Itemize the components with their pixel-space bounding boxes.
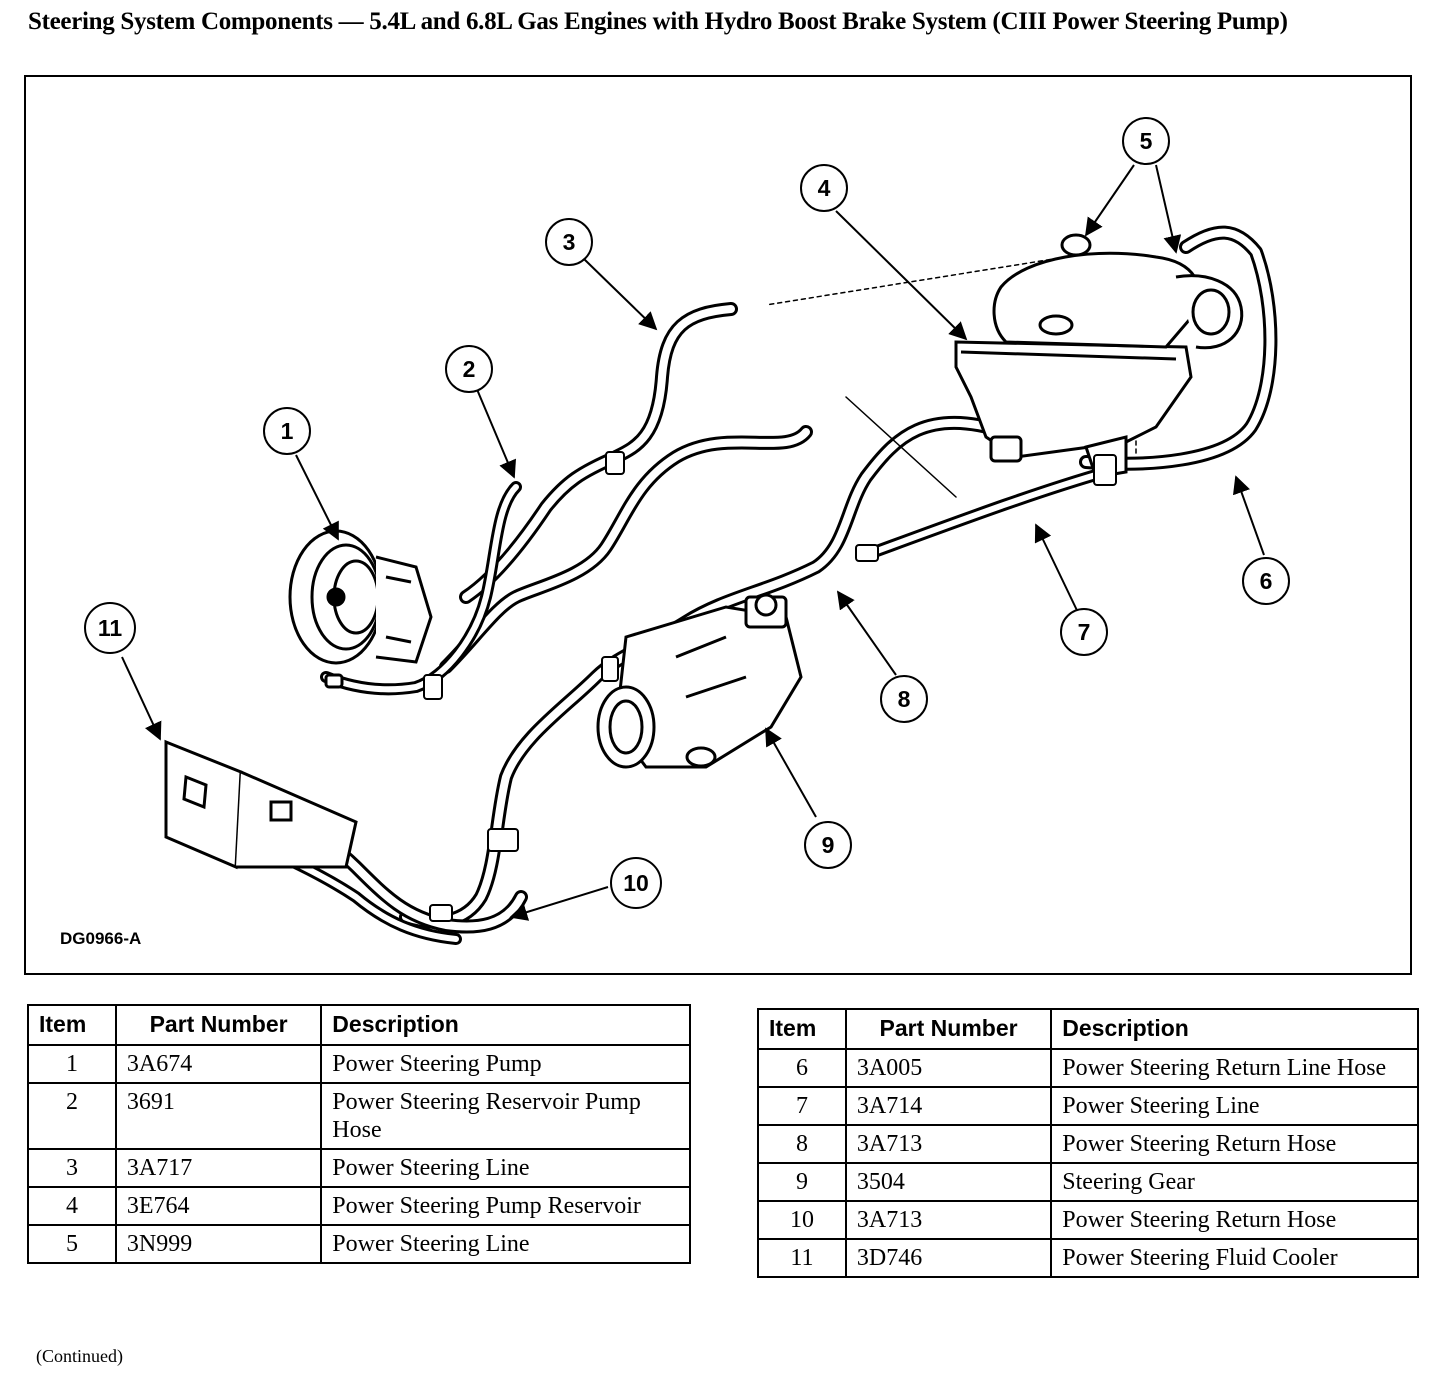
svg-text:6: 6: [1260, 568, 1273, 594]
part-description: Power Steering Reservoir Pump Hose: [320, 1082, 691, 1150]
item-number: 10: [757, 1200, 847, 1240]
svg-text:11: 11: [98, 615, 123, 641]
table-row: 8 3A713 Power Steering Return Hose: [757, 1124, 1419, 1164]
part-description: Power Steering Line: [320, 1224, 691, 1264]
svg-text:9: 9: [822, 832, 835, 858]
part-description: Power Steering Pump: [320, 1044, 691, 1084]
steering-system-diagram: 1 2 3 4 5 6 7 8: [84, 117, 1290, 945]
part-number: 3N999: [114, 1224, 323, 1264]
callout-11: 11: [84, 602, 136, 654]
svg-text:7: 7: [1078, 619, 1091, 645]
power-steering-pump-drawing: [288, 529, 433, 689]
parts-table-left: Item Part Number Description 1 3A674 Pow…: [27, 1004, 691, 1264]
item-number: 8: [757, 1124, 847, 1164]
callout-7: 7: [1060, 608, 1108, 656]
part-number: 3D746: [844, 1238, 1053, 1278]
table-row: 9 3504 Steering Gear: [757, 1162, 1419, 1202]
callout-5: 5: [1122, 117, 1170, 165]
table-row: 5 3N999 Power Steering Line: [27, 1224, 691, 1264]
header-description: Description: [1050, 1008, 1419, 1050]
part-number: 3A674: [114, 1044, 323, 1084]
item-number: 4: [27, 1186, 117, 1226]
hose-lines: [219, 225, 1278, 945]
fluid-cooler-drawing: [164, 739, 358, 870]
part-number: 3A713: [844, 1200, 1053, 1240]
table-row: 1 3A674 Power Steering Pump: [27, 1044, 691, 1084]
part-number: 3A717: [114, 1148, 323, 1188]
page-title: Steering System Components — 5.4L and 6.…: [28, 8, 1288, 35]
table-row: 7 3A714 Power Steering Line: [757, 1086, 1419, 1126]
part-description: Power Steering Line: [320, 1148, 691, 1188]
part-description: Power Steering Fluid Cooler: [1050, 1238, 1419, 1278]
item-number: 2: [27, 1082, 117, 1150]
callout-3: 3: [545, 218, 593, 266]
header-part-number: Part Number: [844, 1008, 1053, 1050]
header-description: Description: [320, 1004, 691, 1046]
header-part-number: Part Number: [114, 1004, 323, 1046]
table-row: 3 3A717 Power Steering Line: [27, 1148, 691, 1188]
part-description: Power Steering Line: [1050, 1086, 1419, 1126]
callout-4: 4: [800, 164, 848, 212]
table-header-row: Item Part Number Description: [27, 1004, 691, 1046]
item-number: 6: [757, 1048, 847, 1088]
part-number: 3A713: [844, 1124, 1053, 1164]
header-item: Item: [757, 1008, 847, 1050]
svg-text:5: 5: [1140, 128, 1153, 154]
item-number: 11: [757, 1238, 847, 1278]
diagram-figure: 1 2 3 4 5 6 7 8: [24, 75, 1412, 975]
table-row: 4 3E764 Power Steering Pump Reservoir: [27, 1186, 691, 1226]
svg-text:1: 1: [281, 418, 294, 444]
callout-10: 10: [610, 857, 662, 909]
part-number: 3A005: [844, 1048, 1053, 1088]
part-description: Power Steering Return Hose: [1050, 1200, 1419, 1240]
figure-id-label: DG0966-A: [60, 929, 142, 948]
part-number: 3E764: [114, 1186, 323, 1226]
part-number: 3504: [844, 1162, 1053, 1202]
svg-text:4: 4: [818, 175, 831, 201]
table-row: 10 3A713 Power Steering Return Hose: [757, 1200, 1419, 1240]
svg-text:8: 8: [898, 686, 911, 712]
item-number: 7: [757, 1086, 847, 1126]
table-header-row: Item Part Number Description: [757, 1008, 1419, 1050]
svg-text:2: 2: [463, 356, 476, 382]
part-description: Steering Gear: [1050, 1162, 1419, 1202]
callout-9: 9: [804, 821, 852, 869]
callout-2: 2: [445, 345, 493, 393]
steering-gear-drawing: [596, 593, 803, 769]
table-row: 6 3A005 Power Steering Return Line Hose: [757, 1048, 1419, 1088]
item-number: 5: [27, 1224, 117, 1264]
part-number: 3A714: [844, 1086, 1053, 1126]
callout-1: 1: [263, 407, 311, 455]
table-row: 2 3691 Power Steering Reservoir Pump Hos…: [27, 1082, 691, 1150]
item-number: 9: [757, 1162, 847, 1202]
parts-table-right: Item Part Number Description 6 3A005 Pow…: [757, 1008, 1419, 1278]
pump-reservoir-drawing: [954, 233, 1244, 479]
item-number: 1: [27, 1044, 117, 1084]
continued-note: (Continued): [36, 1346, 123, 1366]
header-item: Item: [27, 1004, 117, 1046]
part-description: Power Steering Return Hose: [1050, 1124, 1419, 1164]
table-row: 11 3D746 Power Steering Fluid Cooler: [757, 1238, 1419, 1278]
callout-leaders: [121, 164, 1265, 921]
svg-text:10: 10: [623, 870, 649, 896]
svg-text:3: 3: [563, 229, 576, 255]
part-description: Power Steering Return Line Hose: [1050, 1048, 1419, 1088]
callout-8: 8: [880, 675, 928, 723]
hose-clamps: [423, 451, 1117, 922]
part-number: 3691: [114, 1082, 323, 1150]
item-number: 3: [27, 1148, 117, 1188]
callout-6: 6: [1242, 557, 1290, 605]
part-description: Power Steering Pump Reservoir: [320, 1186, 691, 1226]
